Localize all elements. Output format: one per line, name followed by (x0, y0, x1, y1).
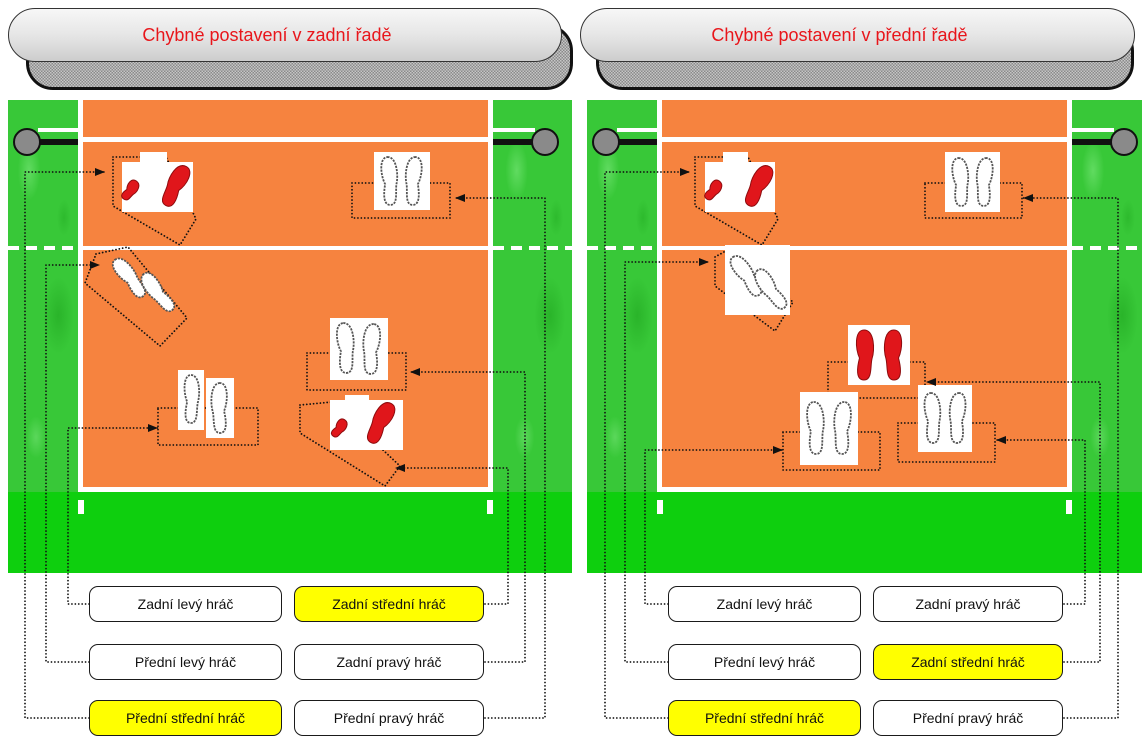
net-post-right-icon (531, 128, 559, 156)
grass-strip-right (493, 100, 572, 492)
net-post-left-icon (592, 128, 620, 156)
net-top-band-right (493, 128, 535, 132)
service-zone-marker-left (657, 500, 663, 514)
player-label: Přední střední hráč (668, 700, 861, 736)
panel-title: Chybné postavení v přední řadě (580, 8, 1135, 62)
player-label: Přední pravý hráč (294, 700, 484, 736)
grass-strip-right (1072, 100, 1142, 492)
player-label: Přední levý hráč (668, 644, 861, 680)
center-line (83, 137, 488, 142)
player-label: Zadní střední hráč (294, 586, 484, 622)
attack-line-extension-right (1072, 246, 1142, 250)
net-top-band-left (38, 128, 78, 132)
center-line (662, 137, 1067, 142)
attack-line (83, 246, 488, 250)
grass-strip-left (8, 100, 78, 492)
player-label: Zadní levý hráč (668, 586, 861, 622)
net-top-band-right (1072, 128, 1114, 132)
attack-line (662, 246, 1067, 250)
service-zone-marker-left (78, 500, 84, 514)
net-top-band-left (617, 128, 657, 132)
service-zone-marker-right (487, 500, 493, 514)
net-post-left-icon (13, 128, 41, 156)
volleyball-court (657, 100, 1072, 492)
net-right (1072, 139, 1112, 145)
player-label: Zadní pravý hráč (294, 644, 484, 680)
attack-line-extension-left (8, 246, 78, 250)
net-left (619, 139, 657, 145)
attack-line-extension-left (587, 246, 657, 250)
player-label: Zadní pravý hráč (873, 586, 1063, 622)
panel-front-row-fault: Chybné postavení v přední řadě Zadní lev… (579, 0, 1142, 738)
player-label: Zadní levý hráč (89, 586, 282, 622)
net-right (493, 139, 533, 145)
net-left (40, 139, 78, 145)
service-zone-marker-right (1066, 500, 1072, 514)
grass-strip-left (587, 100, 657, 492)
player-label: Přední střední hráč (89, 700, 282, 736)
volleyball-court (78, 100, 493, 492)
player-label: Přední levý hráč (89, 644, 282, 680)
panel-title: Chybné postavení v zadní řadě (8, 8, 562, 62)
player-label: Zadní střední hráč (873, 644, 1063, 680)
attack-line-extension-right (493, 246, 572, 250)
panel-back-row-fault: Chybné postavení v zadní řadě Zadní levý… (8, 8, 573, 736)
player-label: Přední pravý hráč (873, 700, 1063, 736)
net-post-right-icon (1110, 128, 1138, 156)
